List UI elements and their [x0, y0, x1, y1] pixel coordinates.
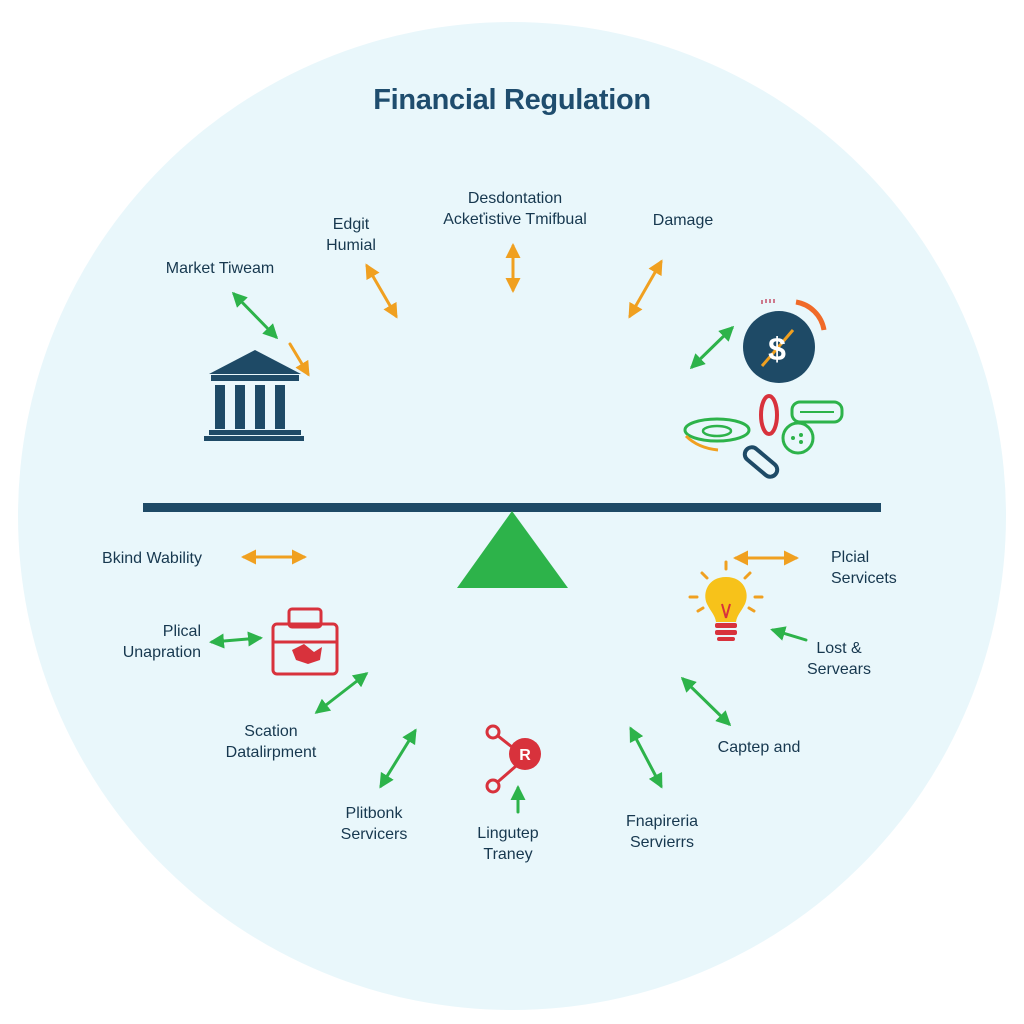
arrow-market-bank-small: [288, 342, 310, 377]
label-captep-and: Captep and: [717, 739, 801, 756]
arrow-plical: [209, 631, 263, 649]
label-lingutep-traney: Lingutep Traney: [477, 825, 539, 863]
arrow-damage: [628, 259, 663, 319]
coin-symbol: $: [768, 331, 786, 367]
arrow-coin: [689, 325, 735, 370]
label-edgit-humial: Edgit Humial: [326, 216, 376, 254]
label-plitbonk-servicers: Plitbonk Servicers: [340, 805, 408, 843]
arrow-lost: [770, 626, 808, 642]
arrow-market-bank: [231, 291, 279, 340]
arrow-edgit: [365, 263, 398, 319]
network-node-icon: R: [485, 724, 541, 794]
arrow-plitbonk: [379, 728, 417, 789]
label-damage: Damage: [652, 212, 714, 229]
label-desdontation: Desdontation Ackeťistive Tmifbual: [443, 190, 587, 228]
balance-fulcrum-icon: [457, 511, 568, 588]
balance-beam: [143, 503, 881, 512]
dollar-coin-icon: $: [743, 299, 827, 383]
arrow-toolbox: [314, 672, 369, 714]
money-items-icon: [683, 394, 844, 479]
label-plical-unapration: Plical Unapration: [122, 623, 201, 661]
label-fnapireria-servierrs: Fnapireria Servierrs: [625, 813, 699, 851]
lightbulb-icon: [688, 560, 764, 641]
label-lost-servears: Lost & Servears: [806, 640, 872, 678]
diagram-title: Financial Regulation: [373, 84, 651, 116]
label-market-tiweam: Market Tiweam: [165, 260, 275, 277]
arrow-captep: [680, 676, 732, 727]
label-scation-datalirpment: Scation Datalirpment: [225, 723, 317, 761]
node-badge-letter: R: [519, 747, 531, 764]
bank-icon: [204, 350, 304, 441]
label-plcial-servicets: Plcial Servicets: [831, 549, 897, 587]
arrow-fnapireria: [629, 726, 663, 789]
label-bkind-wability: Bkind Wability: [102, 550, 202, 567]
toolbox-icon: [271, 607, 339, 676]
